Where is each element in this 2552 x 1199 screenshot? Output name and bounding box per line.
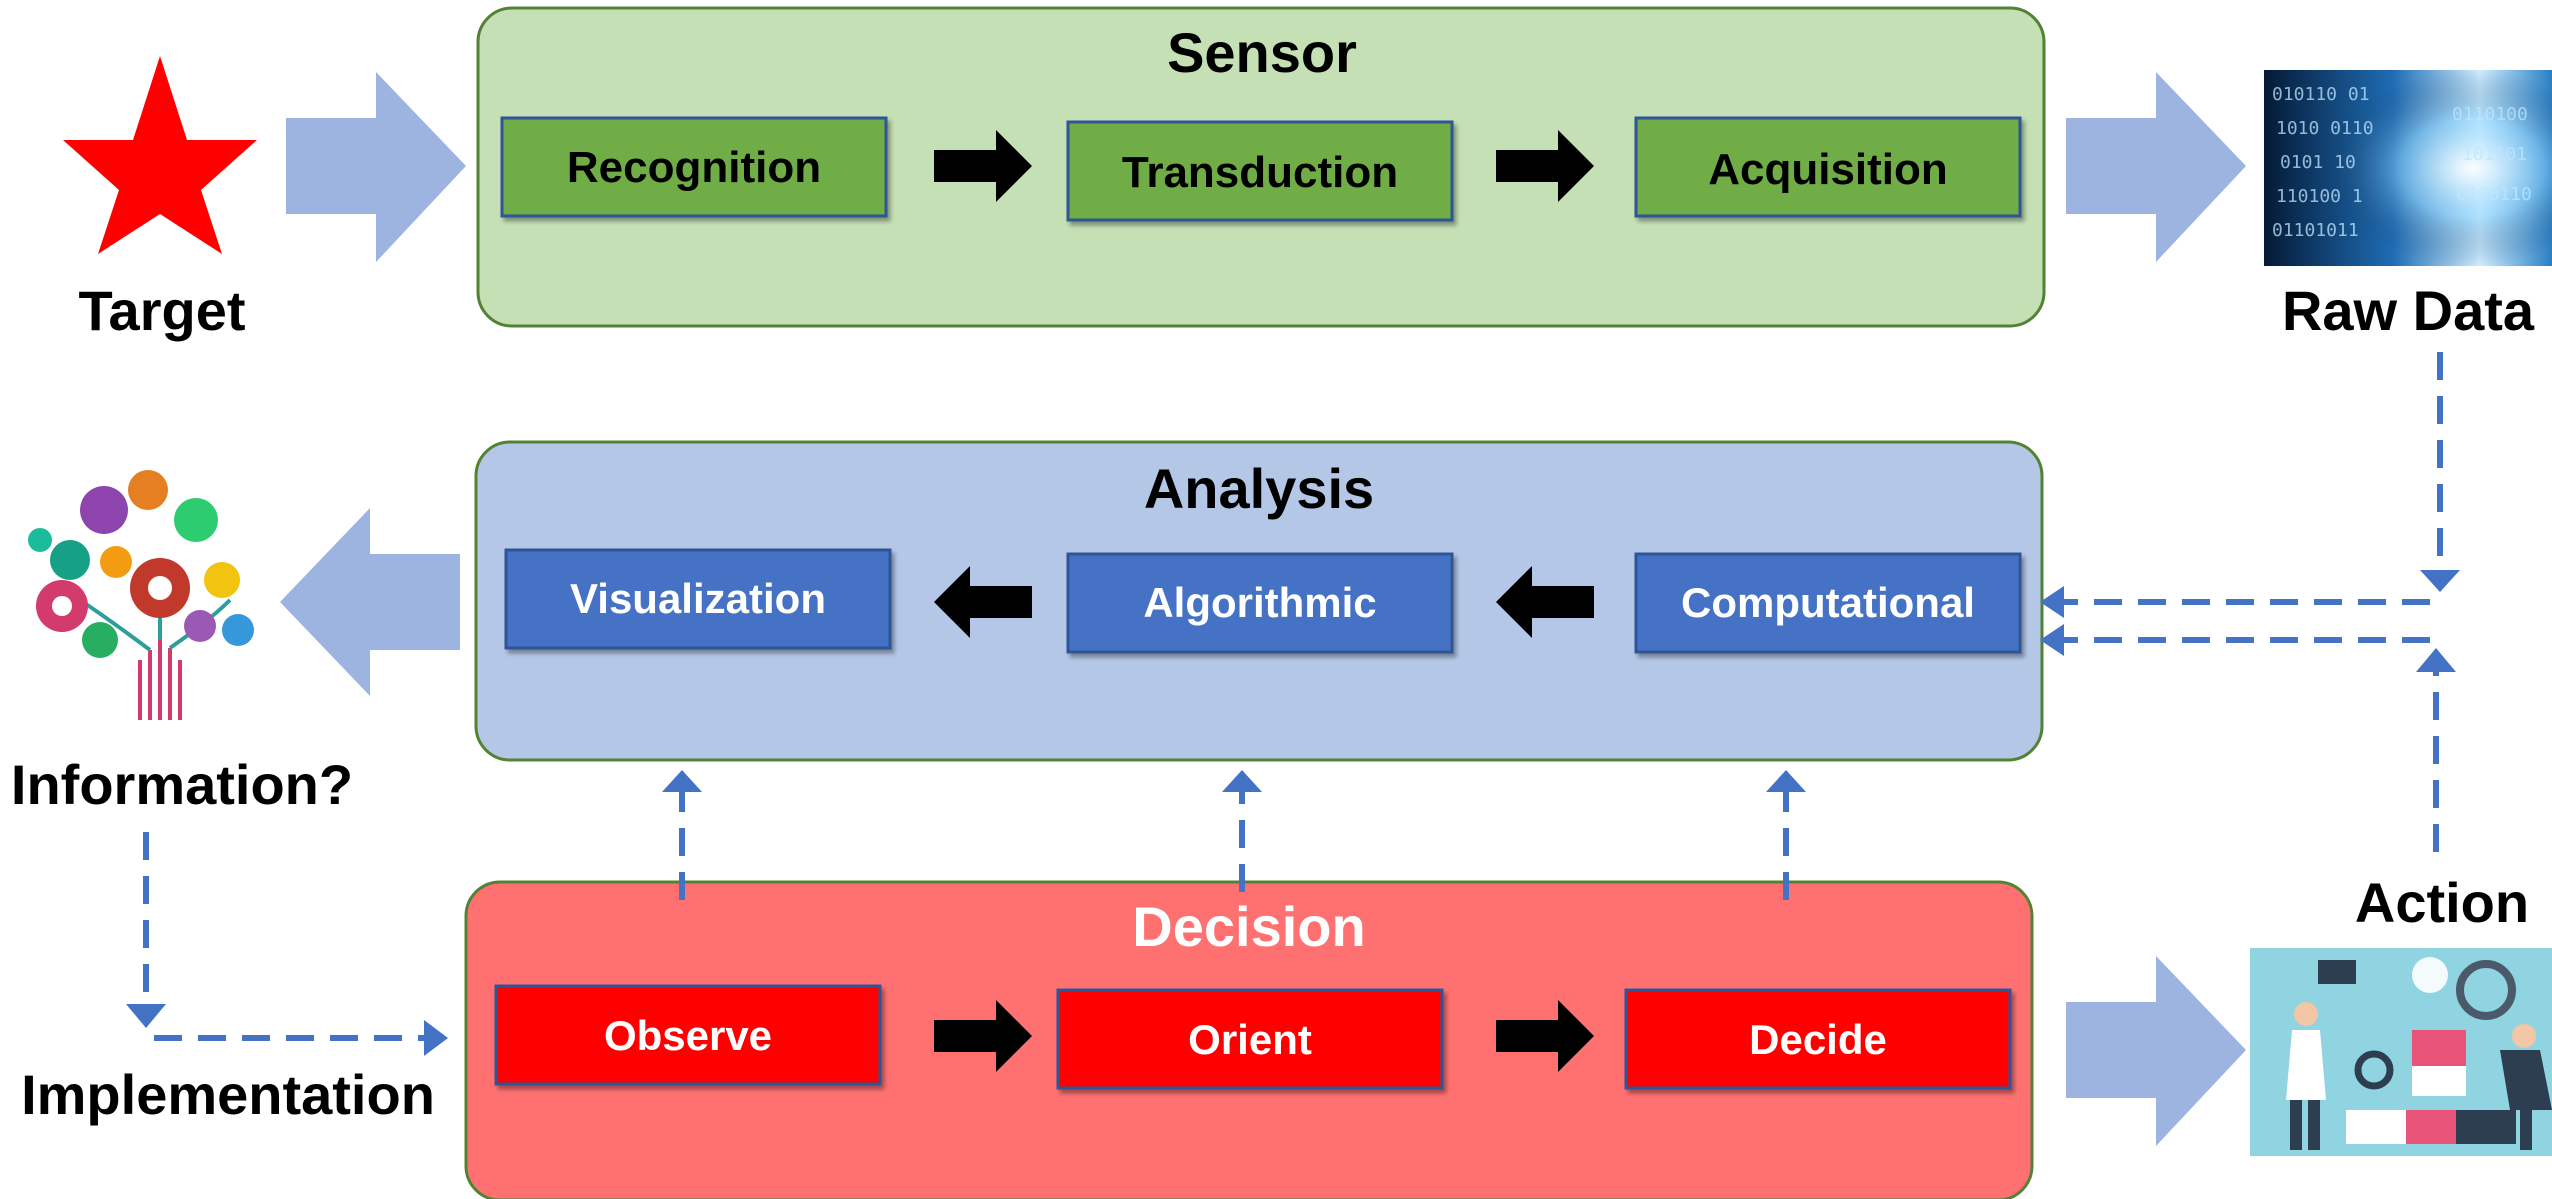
arrow-right-icon [1496,130,1594,202]
analysis-step-label: Algorithmic [1143,579,1376,626]
arrow-right-icon [934,130,1032,202]
big-arrow-left-icon [280,508,460,696]
arrowhead-down-icon [2420,570,2460,592]
arrow-left-icon [1496,566,1594,638]
decision-step-label: Observe [604,1012,772,1059]
decision-step-observe: Observe [494,984,882,1086]
svg-text:01101011: 01101011 [2272,220,2359,241]
svg-text:110100 1: 110100 1 [2276,186,2363,207]
raw-data-group: 010110 01 1010 0110 0101 10 110100 1 011… [2264,70,2552,342]
idea-tree-icon [28,470,254,720]
sensor-step-acquisition: Acquisition [1634,116,2022,218]
arrowhead-up-icon [662,770,702,792]
decision-step-decide: Decide [1624,988,2012,1090]
decision-step-label: Orient [1188,1016,1312,1063]
analysis-step-label: Computational [1681,579,1975,626]
sensor-step-recognition: Recognition [500,116,888,218]
sensor-step-label: Transduction [1122,148,1398,197]
decision-step-label: Decide [1749,1016,1887,1063]
raw-data-label: Raw Data [2282,279,2535,342]
arrowhead-up-icon [1222,770,1262,792]
sensor-panel: Sensor Recognition Transduction Acquisit… [476,6,2046,328]
red-star-icon [63,56,257,254]
arrowhead-left-icon [2040,586,2064,618]
decision-panel: Decision Observe Orient Decide [464,880,2034,1199]
connector-arrowheads [126,570,2460,1056]
sensor-title: Sensor [1167,21,1357,84]
arrowhead-left-icon [2040,624,2064,656]
analysis-step-visualization: Visualization [504,548,892,650]
binary-tunnel-image: 010110 01 1010 0110 0101 10 110100 1 011… [2264,70,2552,266]
arrowhead-up-icon [1766,770,1806,792]
information-group: Information? [11,470,353,816]
puzzle-team-illustration [2250,948,2552,1156]
analysis-step-computational: Computational [1634,552,2022,654]
decision-title: Decision [1132,895,1365,958]
svg-text:1010 0110: 1010 0110 [2276,118,2374,139]
svg-text:101101: 101101 [2462,144,2527,165]
big-arrow-right-icon [2066,72,2246,262]
analysis-step-algorithmic: Algorithmic [1066,552,1454,654]
dashed-connectors [143,352,2443,1041]
arrowhead-down-icon [126,1004,166,1028]
big-arrow-right-icon [2066,956,2246,1146]
target-label: Target [79,279,246,342]
analysis-step-label: Visualization [570,575,826,622]
svg-text:0101 10: 0101 10 [2280,152,2356,173]
implementation-label: Implementation [21,1063,435,1126]
svg-text:0100110: 0100110 [2456,184,2532,205]
svg-text:010110 01: 010110 01 [2272,84,2370,105]
arrowhead-right-icon [424,1020,448,1056]
decision-step-orient: Orient [1056,988,1444,1090]
analysis-title: Analysis [1144,457,1374,520]
action-group: Action [2250,871,2552,1156]
analysis-panel: Analysis Visualization Algorithmic Compu… [474,440,2044,762]
svg-text:0110100: 0110100 [2452,104,2528,125]
target-group: Target [63,56,257,342]
arrow-left-icon [934,566,1032,638]
information-label: Information? [11,753,353,816]
sensor-step-label: Acquisition [1708,145,1948,194]
arrowhead-up-icon [2416,648,2456,672]
arrow-right-icon [1496,1000,1594,1072]
action-label: Action [2355,871,2529,934]
big-arrow-right-icon [286,72,466,262]
arrow-right-icon [934,1000,1032,1072]
sensor-step-label: Recognition [567,143,821,192]
sensor-step-transduction: Transduction [1066,120,1454,222]
